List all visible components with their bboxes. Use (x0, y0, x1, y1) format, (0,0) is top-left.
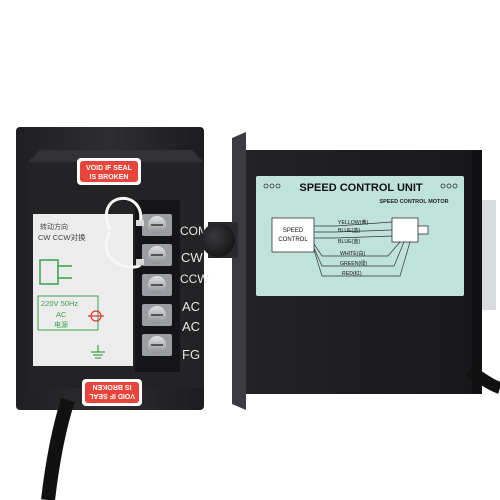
ground-icon (91, 345, 105, 359)
left-lid-edge (28, 150, 204, 162)
speed-control-box (271, 217, 315, 253)
speed-control-panel (256, 176, 464, 296)
box-label-2: CONTROL (278, 237, 308, 243)
seal-bottom-line2: IS BROKEN (93, 383, 132, 390)
terminal-label-ac-2: AC (182, 319, 200, 334)
wire-label-white: WHITE(白) (340, 249, 366, 257)
motor-symbol-icon (39, 259, 59, 285)
terminal-label-ccw: CCW (180, 272, 209, 286)
wiring-lines (313, 221, 411, 277)
voltage-box (37, 295, 99, 331)
panel-title: SPEED CONTROL UNIT (299, 182, 423, 194)
decal-cn-power: 电源 (54, 320, 68, 329)
seal-top: VOID IF SEAL IS BROKEN (77, 158, 141, 185)
seal-bottom: VOID IF SEAL IS BROKEN (82, 379, 142, 406)
speed-knob (201, 223, 235, 257)
decal-voltage: 220V 50Hz (41, 299, 78, 308)
side-connector (482, 200, 496, 310)
wire-label-blue-1: BLUE(蓝) (338, 226, 360, 234)
left-decal (33, 214, 133, 366)
seal-top-line2: IS BROKEN (90, 174, 129, 181)
wire-label-blue-2: BLUE(蓝) (338, 237, 360, 245)
right-controller: SPEED CONTROL UNIT SPEED CONTROL MOTOR S… (201, 132, 500, 410)
terminal-label-fg: FG (182, 347, 200, 362)
wire-label-red: RED(红) (342, 269, 362, 277)
terminal-label-ac-1: AC (182, 299, 200, 314)
motor-box (391, 217, 419, 243)
left-controller: 转动方向 CW CCW对换 220V 50Hz AC 电源 (16, 127, 209, 500)
wire-label-green: GREEN(绿) (340, 259, 367, 267)
white-jumper-wire (104, 197, 143, 269)
decal-line1: CW CCW对换 (38, 232, 86, 242)
decal-ac: AC (56, 310, 67, 319)
seal-bottom-line1: VOID IF SEAL (88, 392, 135, 399)
terminal-label-com: COM (180, 224, 208, 238)
mounting-plate (232, 132, 246, 410)
right-cable (466, 365, 500, 394)
terminal-screws (142, 214, 172, 356)
wire-label-yellow: YELLOW(黄) (338, 218, 369, 226)
box-label-1: SPEED (283, 228, 304, 234)
left-cable (41, 397, 75, 500)
terminal-label-cw: CW (181, 250, 203, 265)
decal-cn-line: 转动方向 (40, 222, 68, 231)
seal-top-line1: VOID IF SEAL (86, 165, 133, 172)
motor-label: SPEED CONTROL MOTOR (379, 199, 448, 205)
